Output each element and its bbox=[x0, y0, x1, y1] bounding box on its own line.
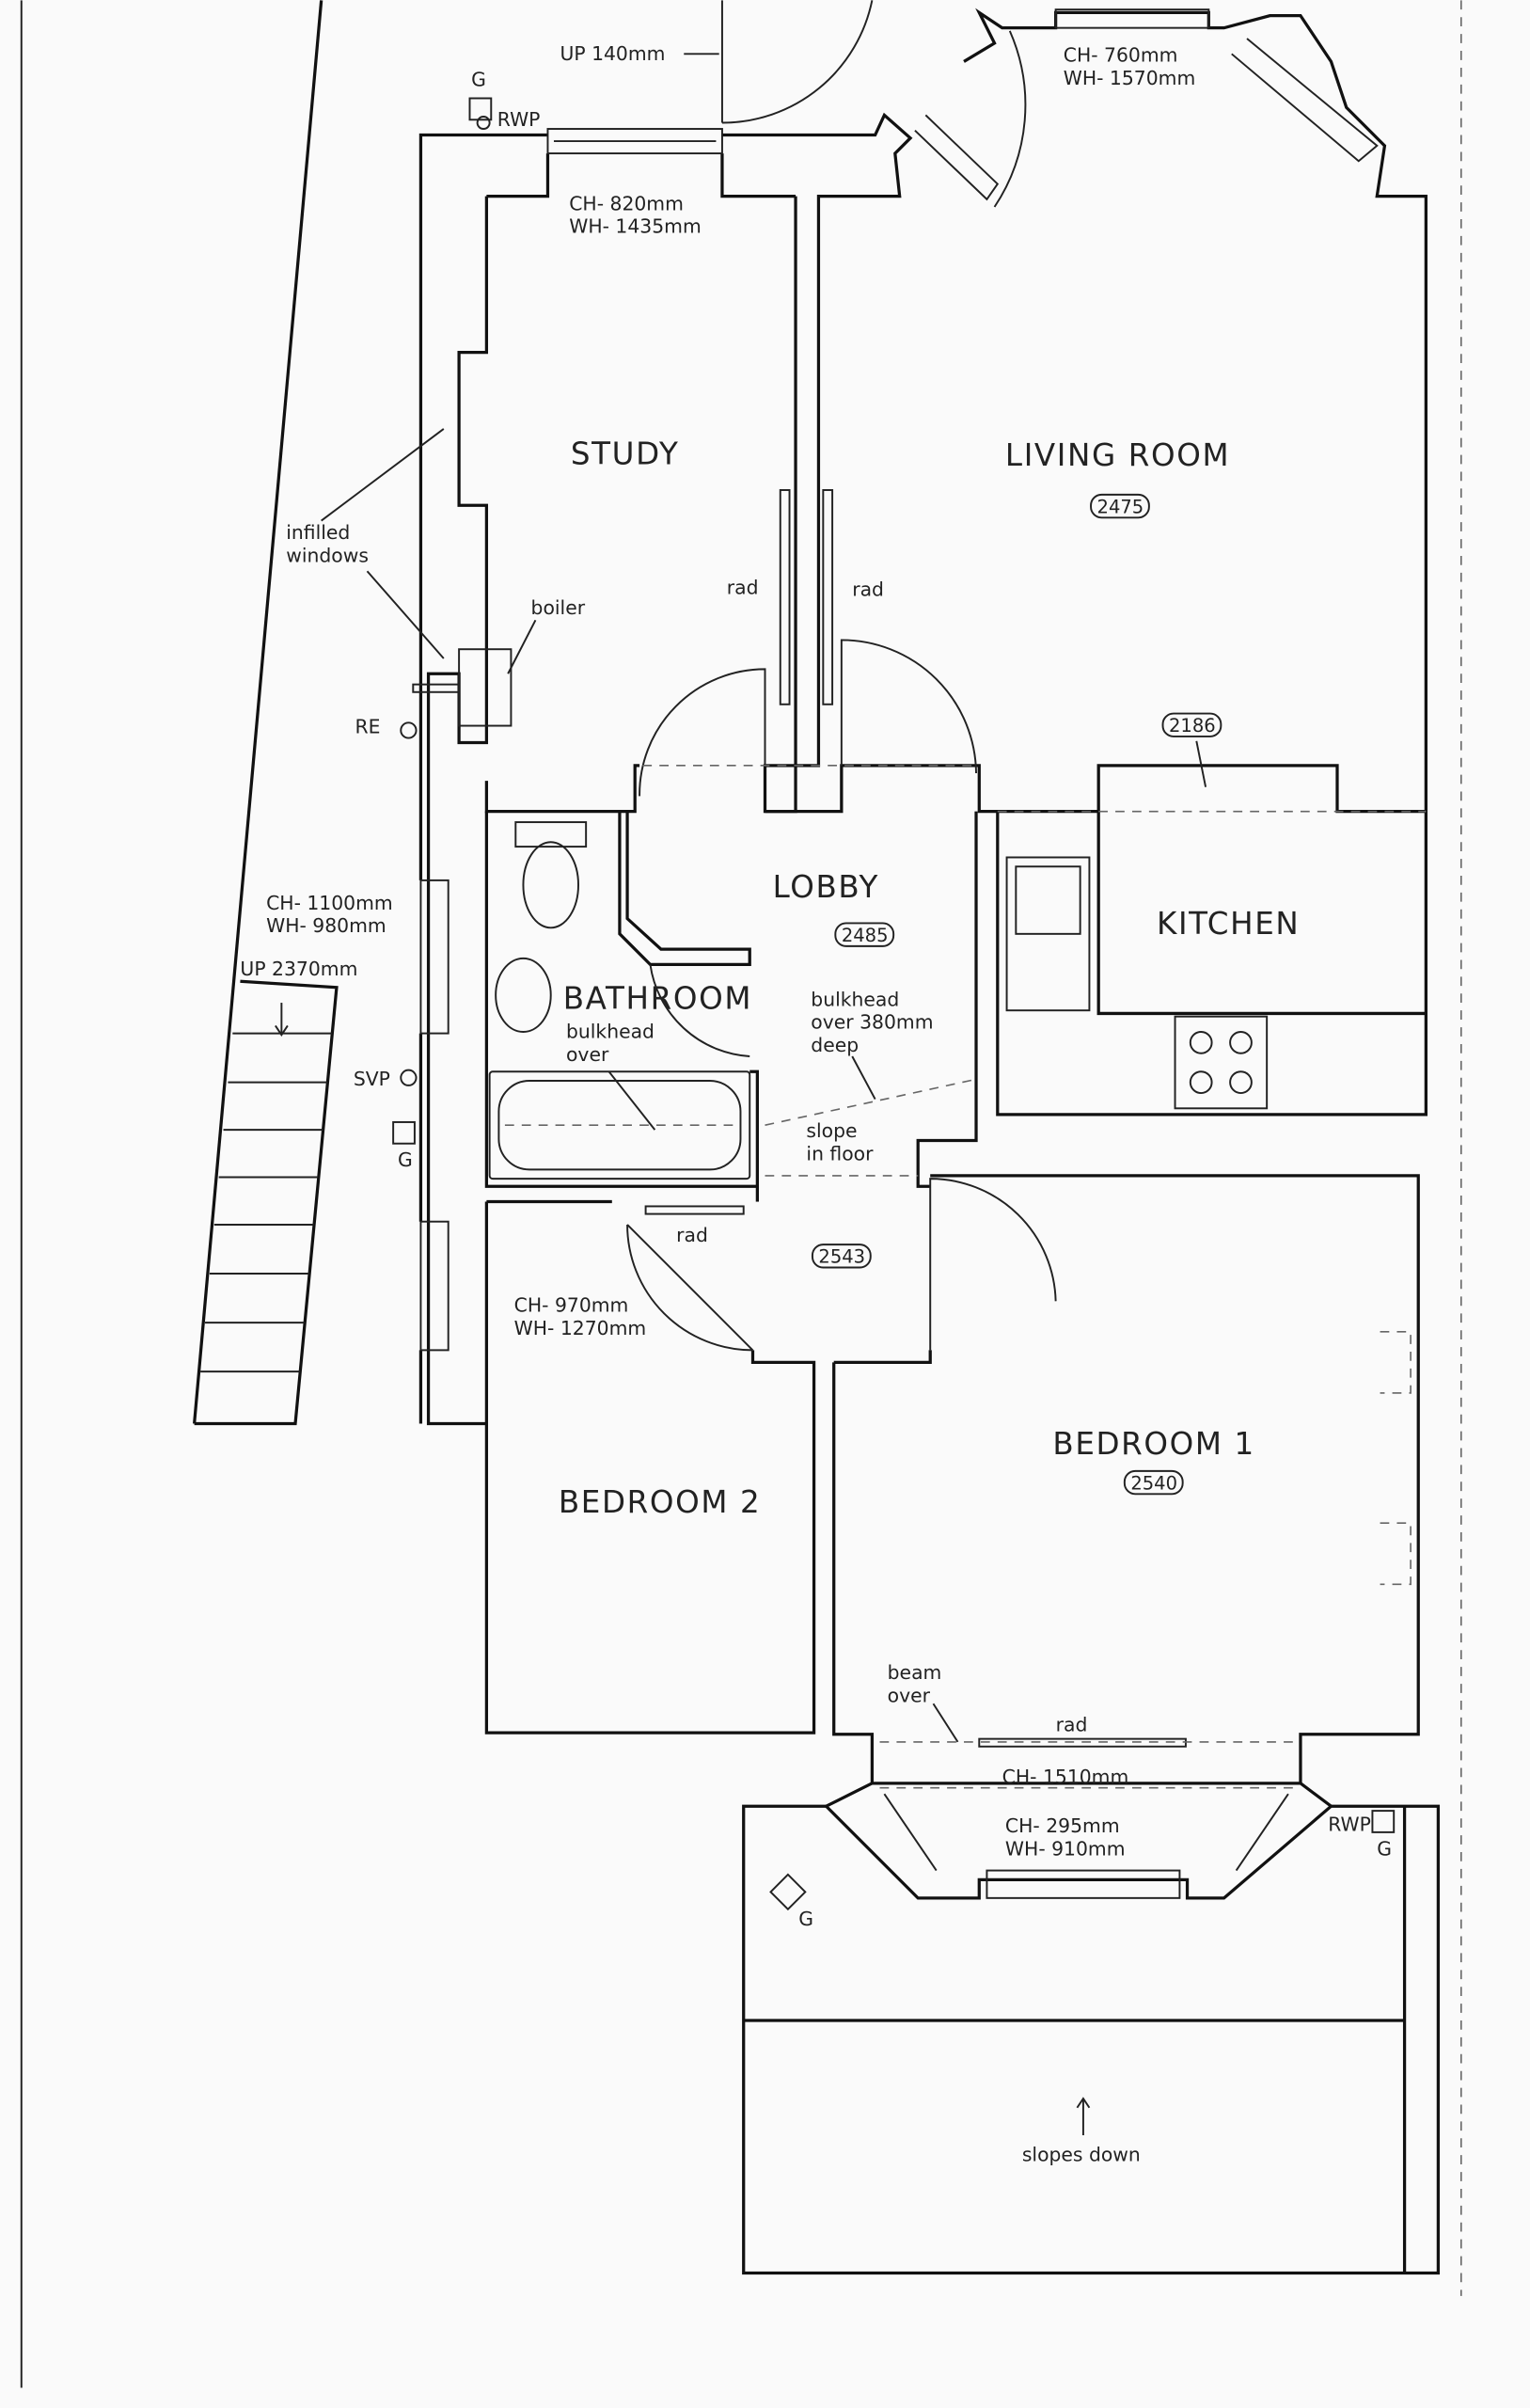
annotation-text: CH- 820mm bbox=[569, 192, 684, 214]
room-label-study: STUDY bbox=[571, 436, 680, 471]
sink-icon bbox=[1005, 856, 1091, 1012]
annotation-text: CH- 970mm bbox=[514, 1294, 629, 1317]
annotation-text: bulkhead bbox=[566, 1020, 655, 1042]
annotation-text: WH- 910mm bbox=[1005, 1837, 1126, 1860]
room-label-bedroom2: BEDROOM 2 bbox=[559, 1484, 761, 1520]
room-label-lobby: LOBBY bbox=[773, 869, 879, 905]
annotation-text: in floor bbox=[806, 1143, 874, 1165]
annotation-text: UP 140mm bbox=[560, 42, 665, 65]
stairs bbox=[194, 979, 339, 1426]
annotation-text: G bbox=[1377, 1837, 1392, 1860]
annotation-text: slope bbox=[806, 1119, 857, 1142]
annotation-text: over bbox=[566, 1043, 609, 1066]
room-label-bedroom1: BEDROOM 1 bbox=[1052, 1426, 1255, 1462]
re-icon bbox=[400, 721, 418, 739]
annotation-text: windows bbox=[286, 544, 369, 566]
annotation-text: beam bbox=[888, 1661, 942, 1684]
room-labels: STUDY LIVING ROOM LOBBY KITCHEN BATHROOM… bbox=[559, 436, 1300, 1520]
annotation-text: SVP bbox=[354, 1068, 390, 1090]
annotation-text: RE bbox=[355, 716, 380, 738]
annotation-text: G bbox=[471, 68, 486, 90]
svp-icon bbox=[400, 1069, 418, 1086]
hob-icon bbox=[1174, 1015, 1269, 1110]
annotation-text: infilled bbox=[286, 521, 350, 544]
rwp-icon bbox=[476, 116, 491, 131]
height-tag: 2543 bbox=[818, 1246, 865, 1268]
boundary-lines bbox=[20, 0, 1462, 2388]
walls bbox=[418, 8, 1441, 2275]
annotation-text: WH- 1435mm bbox=[569, 215, 702, 238]
bath-icon bbox=[488, 1070, 751, 1180]
annotation-text: G bbox=[798, 1908, 813, 1930]
room-label-bathroom: BATHROOM bbox=[563, 981, 752, 1017]
height-tag: 2485 bbox=[842, 925, 889, 946]
room-label-living: LIVING ROOM bbox=[1005, 437, 1230, 473]
height-tag: 2186 bbox=[1169, 715, 1216, 737]
annotation-text: WH- 1570mm bbox=[1064, 67, 1196, 89]
radiator bbox=[644, 1205, 745, 1215]
radiator bbox=[822, 489, 834, 705]
annotation-text: CH- 760mm bbox=[1064, 43, 1178, 66]
basin-icon bbox=[495, 957, 552, 1033]
toilet-icon bbox=[522, 841, 579, 929]
gully-icon bbox=[769, 1873, 807, 1911]
gully-icon bbox=[1371, 1810, 1396, 1833]
annotation-text: WH- 980mm bbox=[266, 914, 386, 937]
gully-icon bbox=[392, 1120, 416, 1145]
annotation-text: CH- 1100mm bbox=[266, 892, 393, 914]
height-tags: 2475 2186 2485 2543 2540 bbox=[811, 493, 1222, 1496]
annotation-text: over bbox=[888, 1685, 931, 1707]
annotation-text: deep bbox=[811, 1034, 859, 1056]
annotation-text: CH- 1510mm bbox=[1002, 1766, 1129, 1788]
height-tag: 2475 bbox=[1097, 496, 1144, 517]
gully-icon bbox=[468, 97, 493, 121]
annotation-text: RWP bbox=[1328, 1813, 1371, 1835]
dashed-lines bbox=[321, 53, 1427, 1789]
annotation-text: over 380mm bbox=[811, 1011, 933, 1034]
annotation-text: rad bbox=[727, 577, 759, 599]
height-tag: 2540 bbox=[1130, 1472, 1177, 1494]
doors bbox=[626, 0, 1057, 1352]
annotation-text: WH- 1270mm bbox=[514, 1317, 647, 1339]
windows bbox=[419, 8, 1379, 1352]
annotation-text: RWP bbox=[497, 108, 541, 131]
radiator bbox=[779, 489, 791, 705]
annotation-text: CH- 295mm bbox=[1005, 1814, 1120, 1837]
annotation-text: slopes down bbox=[1022, 2144, 1141, 2166]
annotation-text: G bbox=[398, 1149, 413, 1171]
annotation-text: boiler bbox=[531, 596, 586, 619]
annotation-text: rad bbox=[1056, 1714, 1088, 1736]
room-label-kitchen: KITCHEN bbox=[1157, 906, 1300, 942]
annotation-text: rad bbox=[676, 1224, 708, 1246]
annotation-text: bulkhead bbox=[811, 988, 899, 1010]
annotations: UP 140mm CH- 760mm WH- 1570mm CH- 820mm … bbox=[240, 42, 1392, 2166]
annotation-text: UP 2370mm bbox=[240, 958, 357, 980]
annotation-text: rad bbox=[852, 578, 884, 600]
